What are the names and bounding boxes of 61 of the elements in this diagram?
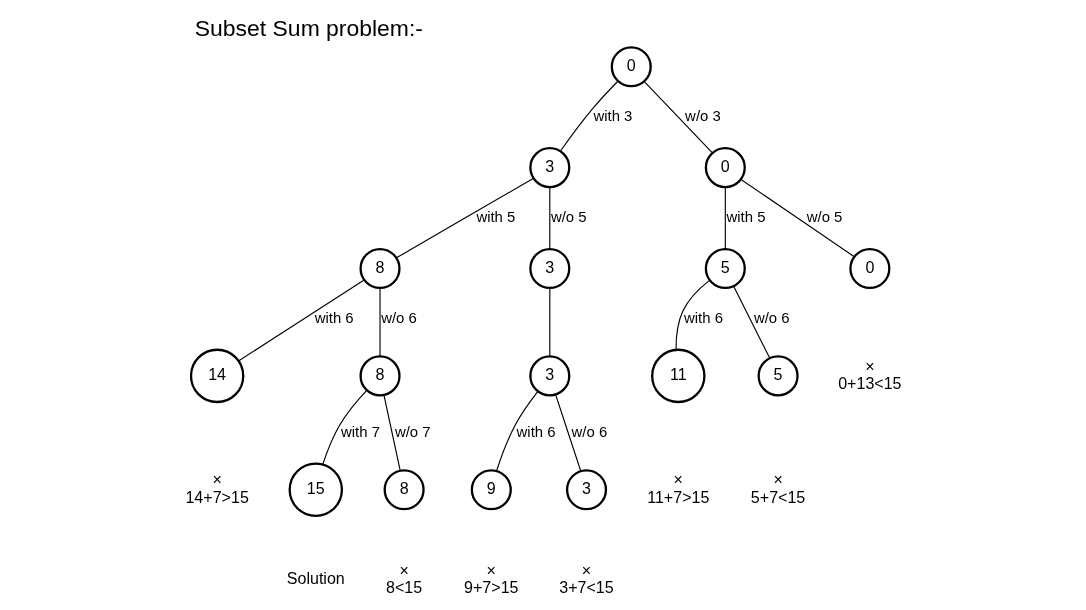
- edge-label: w/o 6: [380, 309, 417, 326]
- connector: [643, 81, 713, 154]
- node-circle: 8: [358, 247, 401, 290]
- diagram-title: Subset Sum problem:-: [194, 14, 423, 41]
- node-circle: 3: [528, 355, 570, 397]
- connector: [674, 279, 710, 351]
- node-label: 5+7<15: [750, 487, 805, 506]
- node-circle: 15: [288, 462, 343, 517]
- edge-label: with 7: [340, 423, 380, 440]
- node-label: 0+13<15: [837, 373, 902, 392]
- edge-label: w/o 3: [684, 108, 721, 125]
- node-label: ×: [772, 470, 783, 489]
- edge-label: with 6: [516, 423, 556, 440]
- node-circle: 11: [650, 348, 706, 404]
- connector: [740, 179, 855, 258]
- edge-label: with 5: [726, 208, 765, 225]
- connector: [554, 394, 581, 472]
- connector: [395, 177, 534, 259]
- node-circle: 3: [528, 147, 570, 189]
- edge-label: with 5: [475, 208, 515, 225]
- edge-label: w/o 5: [550, 208, 587, 225]
- connector: [548, 186, 550, 250]
- node-label: Solution: [286, 569, 345, 588]
- node-circle: 14: [189, 348, 244, 404]
- node-label: ×: [864, 356, 875, 375]
- edge-label: with 6: [683, 309, 723, 326]
- node-circle: 0: [610, 46, 652, 88]
- connector: [495, 390, 538, 472]
- node-circle: 3: [528, 247, 570, 290]
- node-label: ×: [398, 560, 409, 579]
- node-label: 3+7<15: [558, 577, 614, 596]
- node-circle: 8: [358, 355, 401, 397]
- connector: [732, 285, 770, 359]
- connector: [724, 186, 726, 250]
- node-label: ×: [581, 560, 591, 579]
- node-circle: 0: [848, 247, 890, 290]
- connector: [548, 287, 550, 357]
- connector: [378, 287, 381, 357]
- node-label: ×: [211, 470, 222, 489]
- node-label: 9+7>15: [463, 577, 519, 596]
- connector: [237, 279, 365, 362]
- node-circle: 9: [470, 469, 512, 511]
- connector: [559, 80, 618, 152]
- edge-label: w/o 7: [394, 423, 431, 440]
- edge-label: w/o 6: [571, 423, 607, 440]
- edge-label: with 6: [314, 309, 354, 326]
- edge-label: w/o 5: [806, 208, 842, 225]
- connector: [382, 394, 401, 472]
- node-circle: 0: [704, 147, 746, 189]
- node-circle: 5: [704, 247, 746, 290]
- edge-label: w/o 6: [753, 309, 790, 326]
- node-circle: 8: [383, 469, 425, 511]
- connector: [321, 389, 367, 466]
- node-label: 14+7>15: [184, 487, 249, 506]
- edge-label: with 3: [592, 108, 632, 125]
- node-circle: 5: [757, 355, 799, 397]
- node-label: 11+7>15: [646, 487, 709, 506]
- node-label: 8<15: [385, 577, 422, 596]
- node-label: ×: [673, 470, 683, 489]
- node-label: ×: [486, 560, 496, 579]
- node-circle: 3: [565, 469, 607, 511]
